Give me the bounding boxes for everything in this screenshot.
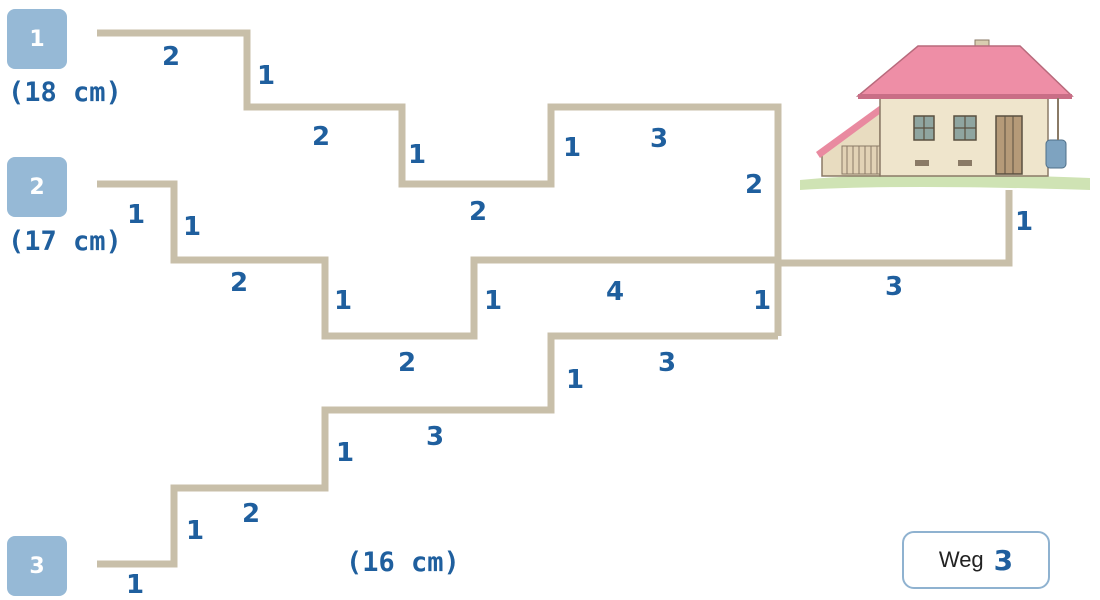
segment-label: 2 (312, 124, 330, 150)
segment-label: 2 (242, 501, 260, 527)
segment-label: 3 (426, 424, 444, 450)
segment-label: 2 (230, 270, 248, 296)
segment-label: 1 (186, 518, 204, 544)
path-to-house-line (778, 190, 1009, 263)
segment-label: 1 (1015, 209, 1033, 235)
answer-value: 3 (994, 544, 1013, 577)
segment-label: 3 (885, 274, 903, 300)
segment-label: 1 (753, 288, 771, 314)
house-image (800, 40, 1090, 190)
segment-label: 3 (650, 126, 668, 152)
segment-label: 4 (606, 279, 624, 305)
segment-label: 1 (566, 367, 584, 393)
segment-label: 1 (336, 440, 354, 466)
path-1-badge: 1 (7, 9, 67, 69)
segment-label: 1 (334, 288, 352, 314)
segment-label: 2 (469, 199, 487, 225)
segment-label: 1 (183, 214, 201, 240)
segment-label: 1 (126, 572, 144, 598)
segment-label: 1 (127, 202, 145, 228)
answer-box: Weg 3 (902, 531, 1050, 589)
segment-label: 2 (745, 172, 763, 198)
segment-label: 3 (658, 350, 676, 376)
segment-label: 1 (257, 63, 275, 89)
segment-label: 1 (563, 135, 581, 161)
segment-label: 2 (398, 350, 416, 376)
path-3-distance: (16 cm) (346, 547, 460, 578)
segment-label: 1 (408, 142, 426, 168)
segment-label: 1 (484, 288, 502, 314)
answer-label: Weg (939, 547, 984, 573)
segment-label: 2 (162, 44, 180, 70)
path-1-distance: (18 cm) (8, 77, 122, 108)
path-2-distance: (17 cm) (8, 226, 122, 257)
path-3-badge: 3 (7, 536, 67, 596)
path-2-badge: 2 (7, 157, 67, 217)
path-2-line (97, 184, 778, 336)
